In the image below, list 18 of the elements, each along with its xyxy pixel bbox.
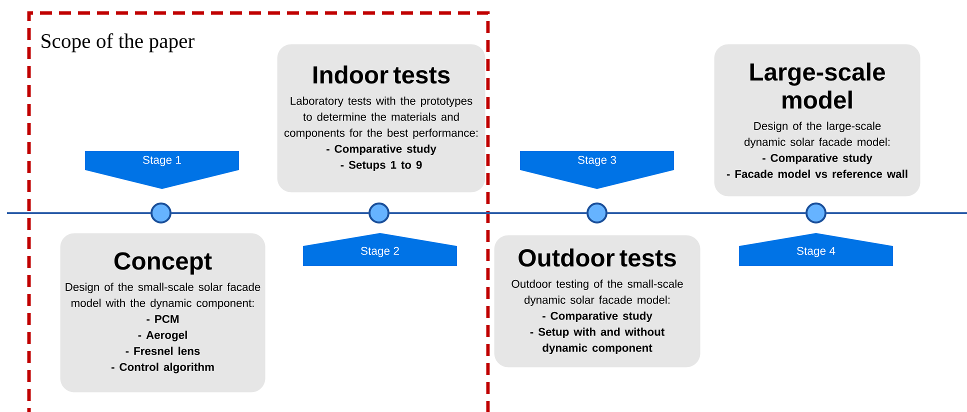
stage-card: Large-scale model Design of the large-scale dynamic solar facade model: - Comparative study - Facade model vs reference wall bbox=[714, 44, 920, 196]
stage-card: Outdoor tests Outdoor testing of the small-scale dynamic solar facade model: - Comparative study - Setup with and without dynamic component bbox=[494, 235, 700, 368]
timeline-dot bbox=[150, 202, 172, 224]
timeline-dot bbox=[806, 202, 826, 224]
timeline-line bbox=[172, 212, 368, 214]
stage-card: Concept Design of the small-scale solar facade model with the dynamic component: - PCM - Aerogel - Fresnel lens - Control algorithm bbox=[60, 233, 266, 392]
timeline-line bbox=[7, 212, 150, 214]
stage-card: Indoor tests Laboratory tests with the prototypes to determine the materials and components for the best performance: - Comparative study - Setups 1 to 9 bbox=[277, 44, 486, 192]
stage-banner: Stage 1 bbox=[85, 151, 239, 189]
stage-banner: Stage 3 bbox=[520, 151, 674, 189]
timeline-line bbox=[826, 212, 967, 214]
timeline-line bbox=[390, 212, 586, 214]
scope-label: Scope of the paper bbox=[42, 33, 194, 52]
timeline-dot bbox=[586, 202, 608, 224]
stage-banner: Stage 4 bbox=[739, 233, 893, 266]
stage-banner: Stage 2 bbox=[303, 233, 457, 266]
timeline-line bbox=[608, 212, 806, 214]
timeline-dot bbox=[368, 202, 390, 224]
